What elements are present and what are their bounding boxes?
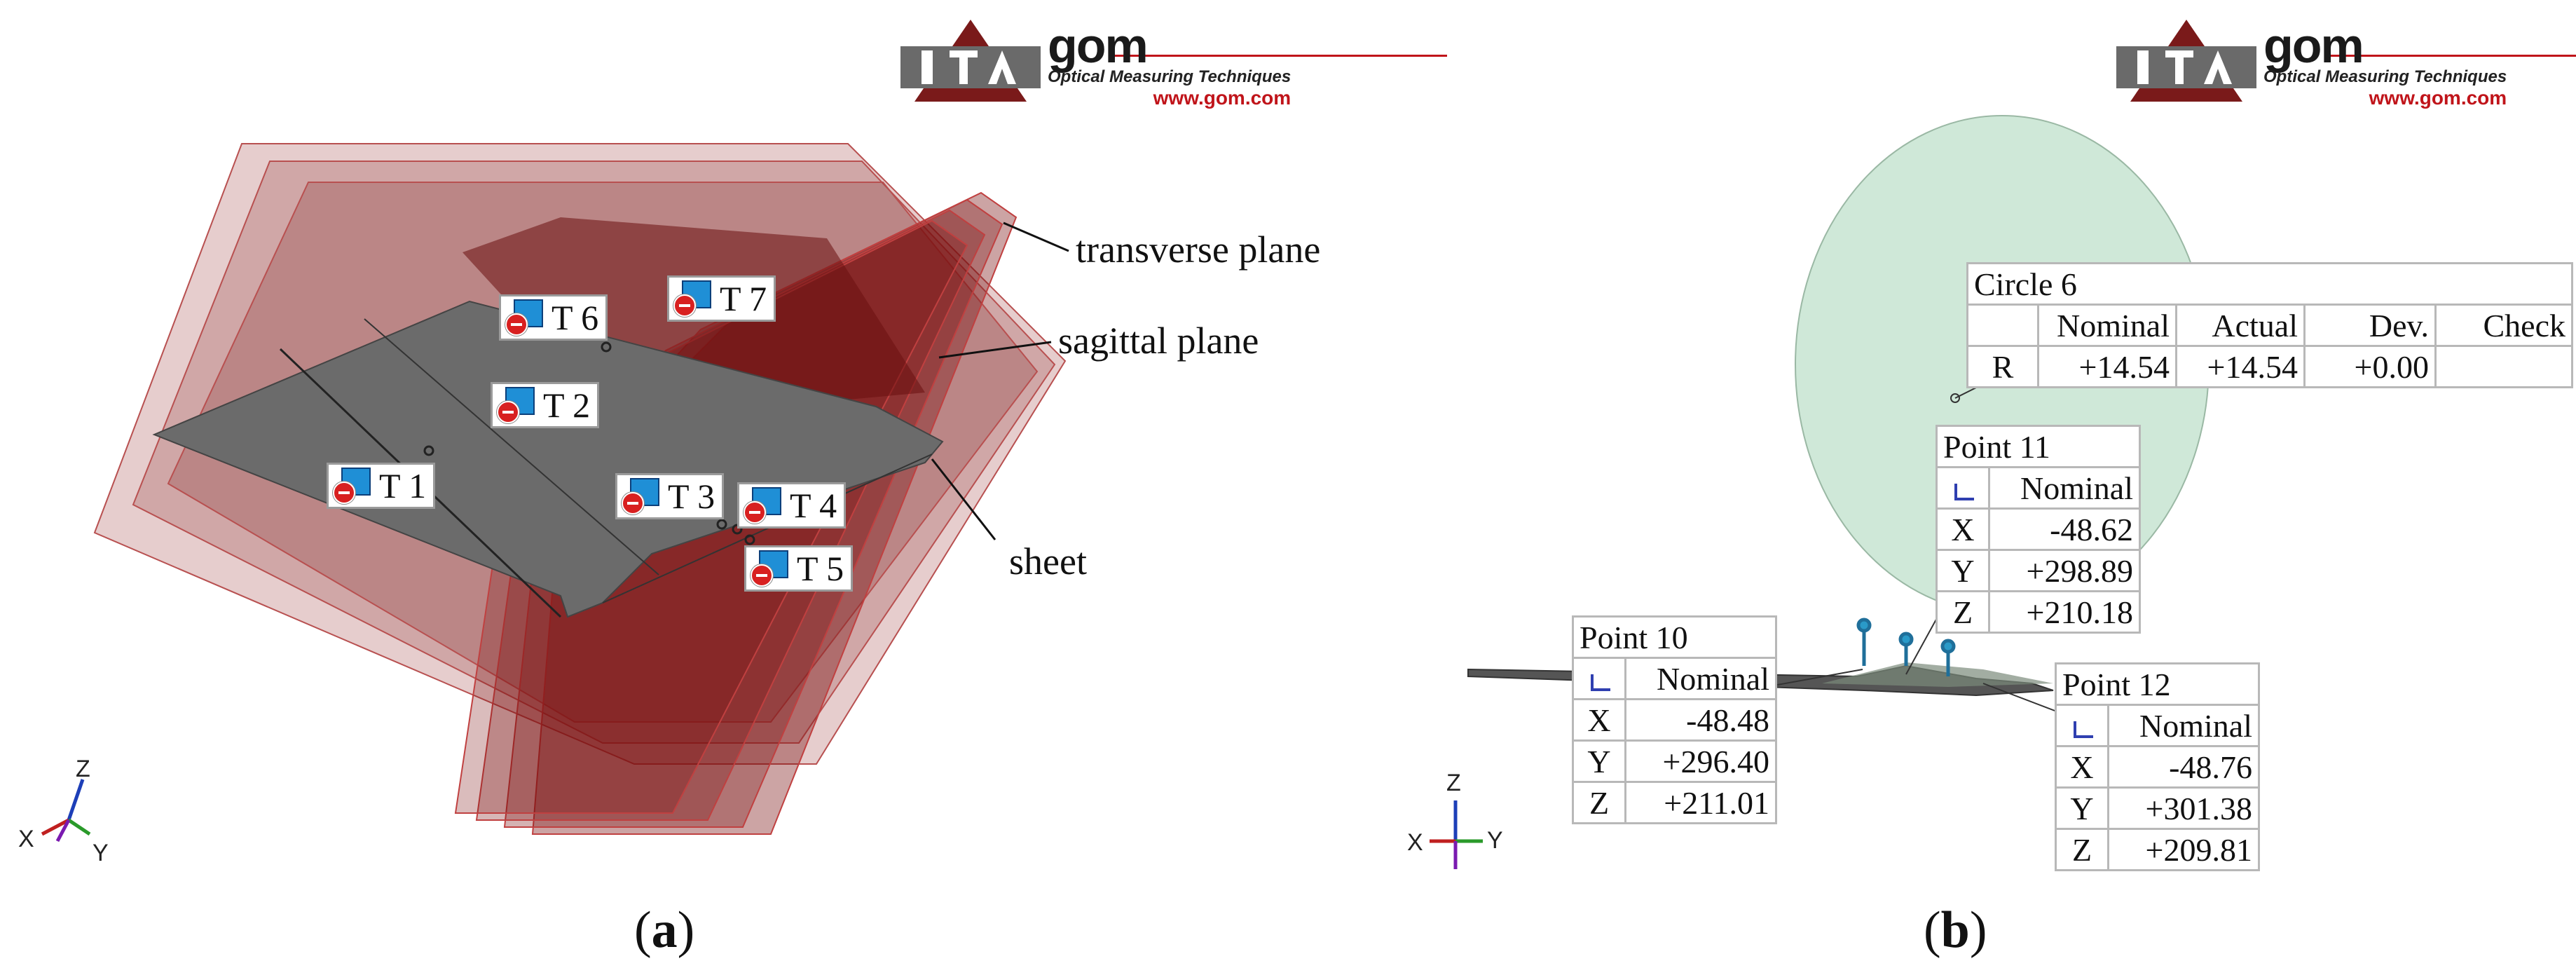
point-12-header: Nominal	[2107, 704, 2260, 747]
axis-x-label-a: X	[18, 826, 34, 852]
col-check: Check	[2434, 304, 2573, 347]
tag-t3[interactable]: T 3	[615, 473, 725, 519]
col-actual: Actual	[2175, 304, 2306, 347]
gom-tagline: Optical Measuring Techniques	[1048, 67, 1292, 86]
axis-y-label-b: Y	[1487, 827, 1503, 854]
tag-icon	[672, 279, 713, 318]
tag-t6-text: T 6	[551, 298, 599, 337]
coordinate-system-icon	[1949, 479, 1977, 503]
caption-a: (a)	[634, 901, 695, 959]
axis-triad-a	[41, 779, 91, 843]
tag-icon	[742, 486, 783, 525]
point-11-header: Nominal	[1988, 466, 2141, 510]
tag-t2-text: T 2	[543, 386, 591, 425]
axis-triad-b	[1430, 800, 1483, 869]
tag-icon	[749, 549, 790, 588]
gom-url: www.gom.com	[2369, 87, 2507, 109]
tag-t5-text: T 5	[797, 549, 844, 588]
col-nominal: Nominal	[2037, 304, 2177, 347]
tag-icon	[495, 386, 536, 425]
tag-icon	[331, 466, 372, 505]
axis-x-label-b: X	[1407, 829, 1423, 856]
point-12-title: Point 12	[2055, 662, 2260, 706]
label-sheet: sheet	[1009, 540, 1087, 582]
gom-logo: gom Optical Measuring Techniques www.gom…	[2263, 21, 2507, 109]
tag-t1[interactable]: T 1	[327, 463, 436, 509]
tag-t1-text: T 1	[379, 466, 427, 505]
measurement-pins	[1856, 618, 1956, 676]
point-10-header: Nominal	[1624, 657, 1777, 700]
point-12-table: Point 12 Nominal X-48.76 Y+301.38 Z+209.…	[2055, 662, 2260, 871]
circle-6-table: Circle 6 Nominal Actual Dev. Check R +14…	[1966, 262, 2573, 388]
logo-rule	[1111, 55, 1447, 57]
ita-logo	[2116, 20, 2256, 102]
point-10-table: Point 10 Nominal X-48.48 Y+296.40 Z+211.…	[1572, 615, 1777, 824]
tag-icon	[620, 477, 661, 516]
tag-t5[interactable]: T 5	[744, 545, 854, 592]
tag-icon	[504, 298, 544, 337]
point-10-title: Point 10	[1572, 615, 1777, 659]
row-label-r: R	[1966, 345, 2039, 388]
col-dev: Dev.	[2303, 304, 2437, 347]
tag-t4-text: T 4	[790, 486, 837, 525]
tag-t7[interactable]: T 7	[667, 275, 776, 322]
caption-b-letter: b	[1940, 901, 1970, 959]
axis-z-label-a: Z	[76, 756, 90, 782]
point-11-title: Point 11	[1936, 425, 2141, 468]
logo-rule	[2327, 55, 2576, 57]
label-sagittal-plane: sagittal plane	[1058, 320, 1259, 362]
gom-url: www.gom.com	[1153, 87, 1292, 109]
axis-y-label-a: Y	[93, 840, 109, 866]
plane-leaders	[931, 221, 1069, 540]
gom-brand: gom	[1048, 18, 1149, 73]
cell-check	[2434, 345, 2573, 388]
caption-b: (b)	[1924, 901, 1987, 959]
label-transverse-plane: transverse plane	[1076, 229, 1321, 271]
circle-6-title: Circle 6	[1966, 262, 2573, 306]
tag-t7-text: T 7	[720, 279, 767, 318]
tag-t6[interactable]: T 6	[499, 294, 608, 341]
tag-t4[interactable]: T 4	[737, 482, 847, 529]
tag-t3-text: T 3	[668, 477, 715, 516]
caption-a-letter: a	[651, 901, 678, 959]
gom-tagline: Optical Measuring Techniques	[2263, 67, 2507, 86]
cell-dev: +0.00	[2303, 345, 2437, 388]
cell-actual: +14.54	[2175, 345, 2306, 388]
coordinate-system-icon	[1585, 670, 1613, 694]
tag-t2[interactable]: T 2	[491, 382, 600, 428]
axis-z-label-b: Z	[1446, 770, 1461, 796]
coordinate-system-icon	[2068, 717, 2096, 741]
point-11-table: Point 11 Nominal X-48.62 Y+298.89 Z+210.…	[1936, 425, 2141, 634]
cell-nominal: +14.54	[2037, 345, 2177, 388]
gom-brand: gom	[2263, 18, 2364, 73]
ita-logo	[900, 20, 1041, 102]
gom-logo: gom Optical Measuring Techniques www.gom…	[1048, 21, 1291, 109]
tag-markers	[423, 341, 755, 545]
